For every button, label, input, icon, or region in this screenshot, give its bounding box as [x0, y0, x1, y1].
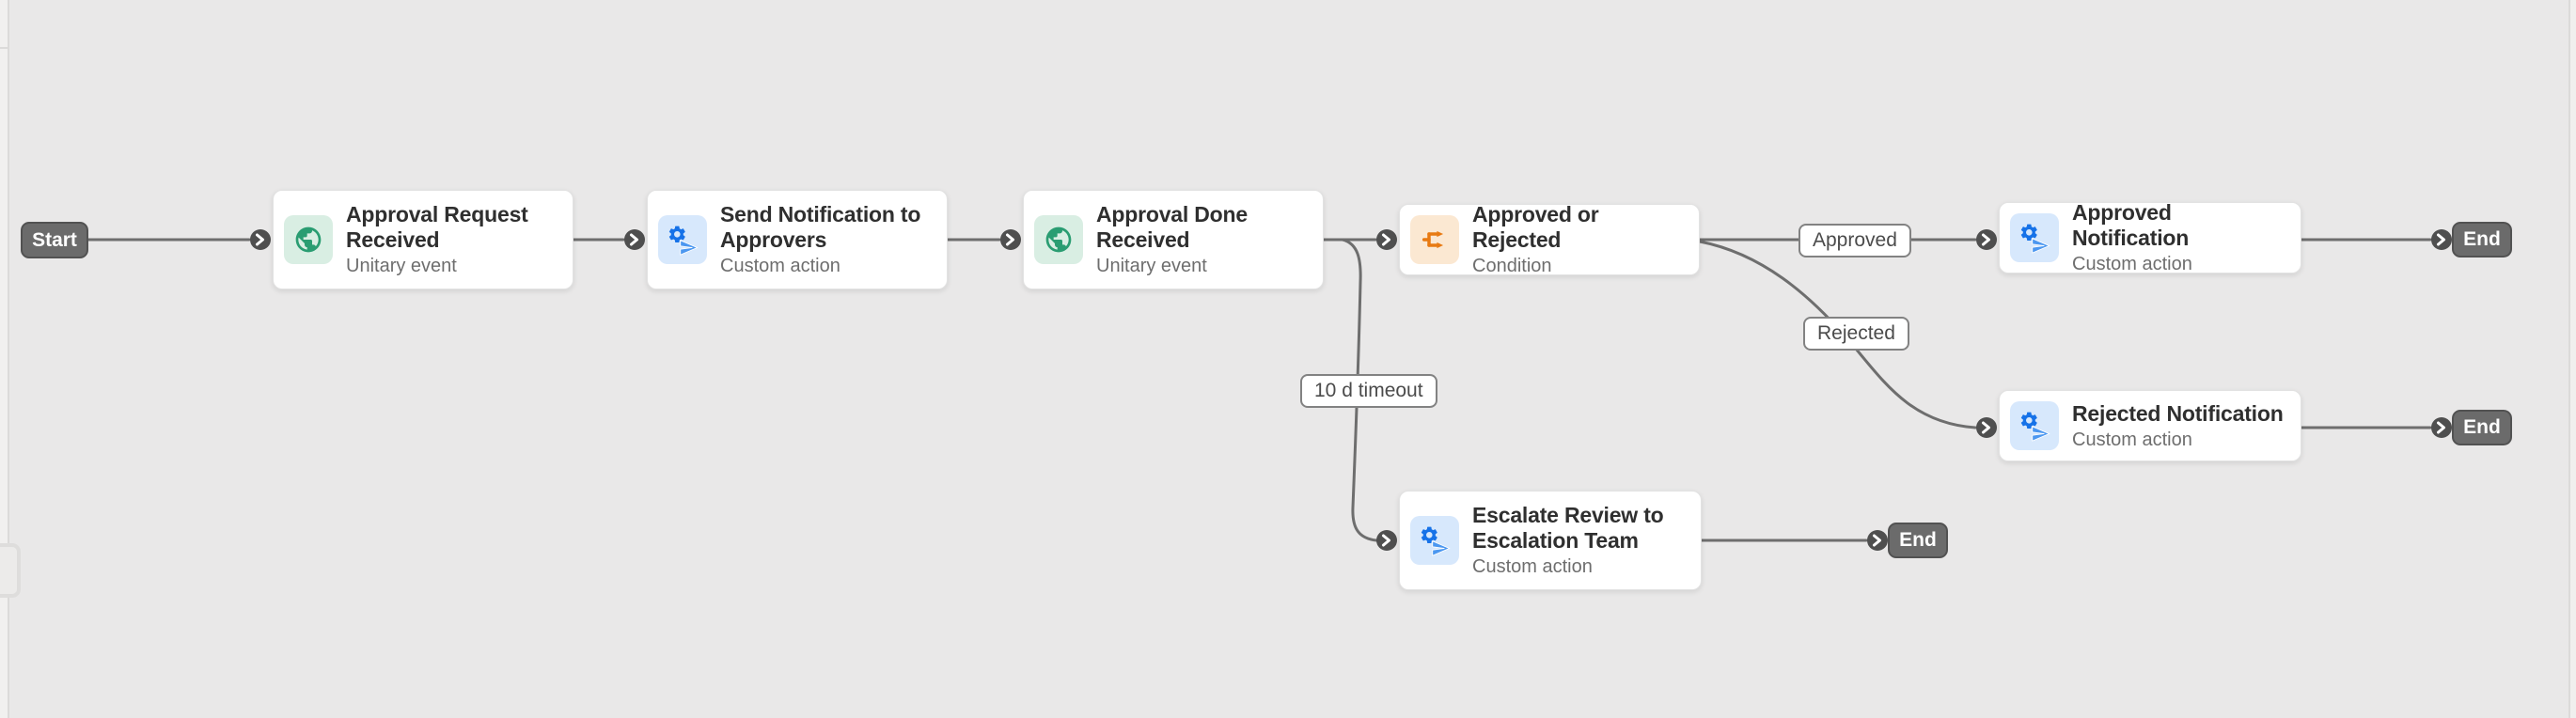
port-arrow-icon	[250, 229, 271, 250]
port-arrow-icon	[1376, 530, 1397, 551]
rail-tick	[0, 47, 8, 49]
end-node-label: End	[2463, 416, 2501, 438]
end-node-escalation[interactable]: End	[1888, 523, 1948, 558]
edge-label-rejected[interactable]: Rejected	[1803, 317, 1909, 351]
node-title: Send Notification to Approvers	[720, 202, 921, 252]
node-approval-done-received[interactable]: Approval Done Received Unitary event	[1023, 190, 1324, 289]
port-arrow-icon	[1867, 530, 1888, 551]
end-node-label: End	[1899, 529, 1937, 551]
custom-action-icon	[1410, 516, 1459, 565]
port-arrow-icon	[1976, 229, 1997, 250]
node-title: Approved Notification	[2072, 200, 2190, 250]
globe-icon	[1034, 215, 1083, 264]
node-text: Send Notification to Approvers Custom ac…	[720, 202, 934, 277]
custom-action-icon	[658, 215, 707, 264]
node-text: Approval Request Received Unitary event	[346, 202, 559, 277]
port-arrow-icon	[1376, 229, 1397, 250]
edge-label-timeout[interactable]: 10 d timeout	[1300, 374, 1437, 408]
node-subtitle: Custom action	[2072, 429, 2192, 450]
condition-icon	[1410, 215, 1459, 264]
end-node-label: End	[2463, 228, 2501, 250]
node-title: Approval Request Received	[346, 202, 528, 252]
custom-action-icon	[2010, 213, 2059, 262]
start-node-label: Start	[32, 228, 77, 251]
node-text: Approval Done Received Unitary event	[1096, 202, 1310, 277]
edge-timeout-branch	[1341, 238, 1378, 542]
node-text: Escalate Review to Escalation Team Custo…	[1472, 503, 1688, 578]
start-node[interactable]: Start	[21, 222, 88, 258]
panel-drag-handle[interactable]	[0, 543, 21, 598]
node-rejected-notification[interactable]: Rejected Notification Custom action	[1999, 390, 2301, 461]
node-title: Escalate Review to Escalation Team	[1472, 503, 1664, 553]
node-title: Approved or Rejected	[1472, 202, 1599, 252]
port-arrow-icon	[624, 229, 645, 250]
custom-action-icon	[2010, 401, 2059, 450]
node-subtitle: Custom action	[2072, 254, 2192, 274]
node-approval-request-received[interactable]: Approval Request Received Unitary event	[273, 190, 573, 289]
node-subtitle: Unitary event	[346, 256, 457, 276]
port-arrow-icon	[1976, 417, 1997, 438]
node-subtitle: Unitary event	[1096, 256, 1207, 276]
node-send-notification-to-approvers[interactable]: Send Notification to Approvers Custom ac…	[647, 190, 948, 289]
edge-label-approved[interactable]: Approved	[1798, 224, 1911, 258]
port-arrow-icon	[1000, 229, 1021, 250]
node-subtitle: Condition	[1472, 256, 1552, 276]
node-escalate-review[interactable]: Escalate Review to Escalation Team Custo…	[1399, 491, 1702, 590]
node-approved-or-rejected-condition[interactable]: Approved or Rejected Condition	[1399, 202, 1700, 277]
node-approved-notification[interactable]: Approved Notification Custom action	[1999, 200, 2301, 275]
node-title: Rejected Notification	[2072, 400, 2284, 426]
port-arrow-icon	[2431, 417, 2452, 438]
canvas-left-rail	[0, 0, 9, 718]
node-text: Rejected Notification Custom action	[2072, 401, 2284, 451]
node-text: Approved or Rejected Condition	[1472, 202, 1686, 277]
end-node-rejected[interactable]: End	[2452, 410, 2512, 445]
end-node-approved[interactable]: End	[2452, 222, 2512, 258]
node-subtitle: Custom action	[720, 256, 840, 276]
globe-icon	[284, 215, 333, 264]
connector-ports	[250, 229, 2452, 551]
node-text: Approved Notification Custom action	[2072, 200, 2287, 275]
node-title: Approval Done Received	[1096, 202, 1248, 252]
canvas-right-rail	[2568, 0, 2576, 718]
port-arrow-icon	[2431, 229, 2452, 250]
node-subtitle: Custom action	[1472, 556, 1593, 577]
